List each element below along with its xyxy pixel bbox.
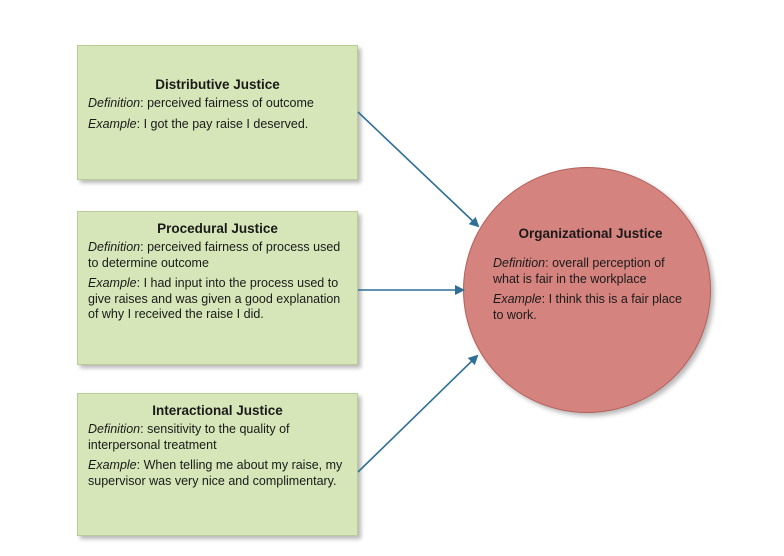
distributive-justice-example: Example: I got the pay raise I deserved.	[88, 117, 347, 133]
procedural-justice-definition: Definition: perceived fairness of proces…	[88, 240, 347, 271]
definition-text: : perceived fairness of process used to …	[88, 240, 341, 270]
distributive-justice-box: Distributive Justice Definition: perceiv…	[77, 45, 358, 180]
example-label: Example	[493, 292, 542, 306]
interactional-justice-example: Example: When telling me about my raise,…	[88, 458, 347, 489]
interactional-justice-definition: Definition: sensitivity to the quality o…	[88, 422, 347, 453]
organizational-justice-title: Organizational Justice	[518, 226, 663, 241]
definition-label: Definition	[88, 240, 141, 254]
organizational-justice-definition: Definition: overall perception of what i…	[493, 256, 688, 287]
procedural-justice-box: Procedural Justice Definition: perceived…	[77, 211, 358, 365]
organizational-justice-content: Organizational Justice Definition: overa…	[493, 226, 688, 328]
interactional-justice-box: Interactional Justice Definition: sensit…	[77, 393, 358, 536]
definition-label: Definition	[88, 422, 141, 436]
distributive-justice-title: Distributive Justice	[155, 77, 280, 92]
example-label: Example	[88, 116, 137, 131]
procedural-justice-title: Procedural Justice	[157, 221, 278, 236]
definition-label: Definition	[88, 96, 141, 110]
example-text: : I got the pay raise I deserved.	[136, 116, 309, 131]
definition-label: Definition	[493, 256, 546, 270]
example-label: Example	[88, 276, 137, 290]
example-text: : I had input into the process used to g…	[88, 276, 341, 321]
example-text: : I think this is a fair place to work.	[493, 292, 682, 322]
organizational-justice-example: Example: I think this is a fair place to…	[493, 292, 688, 323]
procedural-justice-example: Example: I had input into the process us…	[88, 276, 347, 323]
definition-text: : sensitivity to the quality of interper…	[88, 422, 290, 452]
arrow-distributive-to-organizational	[357, 111, 480, 228]
interactional-justice-title: Interactional Justice	[152, 403, 283, 418]
distributive-justice-definition: Definition: perceived fairness of outcom…	[88, 96, 347, 112]
definition-text: : overall perception of what is fair in …	[493, 256, 665, 286]
arrow-interactional-to-organizational	[357, 354, 479, 473]
definition-text: : perceived fairness of outcome	[140, 96, 314, 110]
example-text: : When telling me about my raise, my sup…	[88, 458, 343, 488]
example-label: Example	[88, 458, 137, 472]
organizational-justice-circle: Organizational Justice Definition: overa…	[463, 167, 711, 413]
